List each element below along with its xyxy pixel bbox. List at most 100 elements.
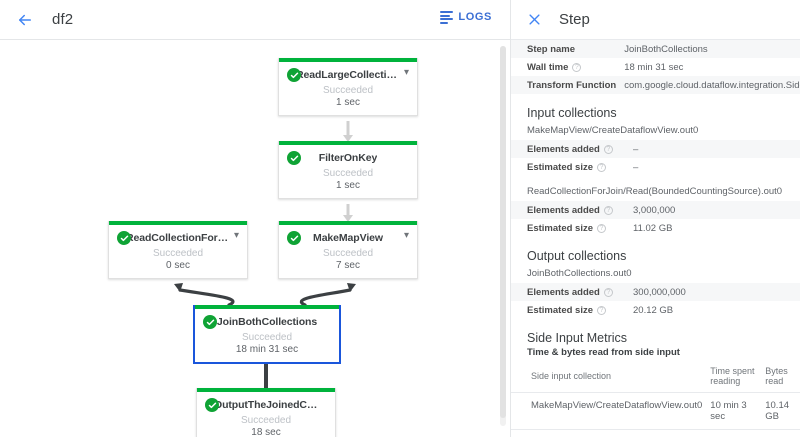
job-graph-pane: df2 LOGS	[0, 9, 510, 437]
row-value: 11.02 GB	[633, 222, 673, 234]
graph-node-make-map-view[interactable]: MakeMapView ▾ Succeeded 7 sec	[278, 221, 418, 279]
side-input-metrics-table: Side input collection Time spent reading…	[511, 362, 800, 430]
node-status-stripe	[197, 388, 335, 392]
node-duration: 7 sec	[336, 260, 360, 271]
graph-node-read-large-collection[interactable]: ReadLargeCollectionFr… ▾ Succeeded 1 sec	[278, 58, 418, 116]
row-value: –	[633, 143, 639, 155]
table-row: Step name JoinBothCollections	[511, 40, 800, 58]
node-status-stripe	[279, 58, 417, 62]
success-check-icon	[287, 151, 301, 165]
logs-icon	[440, 11, 454, 24]
chevron-down-icon[interactable]: ▾	[403, 67, 409, 78]
row-value: 3,000,000	[633, 204, 676, 216]
row-value: JoinBothCollections	[624, 43, 708, 55]
logs-button-label: LOGS	[458, 11, 492, 24]
node-duration: 1 sec	[336, 180, 360, 191]
help-icon[interactable]: ?	[572, 62, 582, 72]
input-collection-table-1: Elements added? 3,000,000 Estimated size…	[511, 201, 800, 237]
back-arrow-icon[interactable]	[14, 9, 36, 31]
help-icon[interactable]: ?	[597, 162, 606, 172]
page-title: df2	[52, 11, 74, 28]
row-value: com.google.cloud.dataflow.integration.Si…	[624, 79, 800, 91]
row-label-text: Elements added	[527, 286, 600, 298]
help-icon[interactable]: ?	[603, 205, 613, 215]
input-collections-title: Input collections	[527, 106, 617, 120]
time-spent-reading-cell: 10 min 3 sec	[706, 392, 762, 430]
row-label: Elements added?	[511, 283, 629, 301]
success-check-icon	[203, 315, 217, 329]
step-panel-title: Step	[559, 11, 590, 28]
row-label-text: Elements added	[527, 204, 600, 216]
row-label-text: Elements added	[527, 143, 600, 155]
node-status-stripe	[109, 221, 247, 225]
help-icon[interactable]: ?	[597, 223, 606, 233]
row-label: Step name	[527, 43, 576, 55]
node-name: ReadLargeCollectionFr…	[296, 69, 400, 81]
row-value: 18 min 31 sec	[624, 61, 684, 73]
node-status: Succeeded	[241, 332, 293, 343]
table-row: Elements added? 3,000,000	[511, 201, 800, 219]
graph-canvas[interactable]: ReadLargeCollectionFr… ▾ Succeeded 1 sec…	[0, 40, 510, 437]
node-name: OutputTheJoinedCollec…	[214, 399, 318, 411]
graph-scrollbar-thumb[interactable]	[500, 46, 506, 418]
row-label: Wall time?	[511, 58, 620, 76]
step-details-content: Step name JoinBothCollections Wall time?…	[511, 40, 800, 430]
table-row: Estimated size? 11.02 GB	[511, 219, 800, 237]
success-check-icon	[287, 68, 301, 82]
table-row: Estimated size? 20.12 GB	[511, 301, 800, 319]
graph-node-output-the-joined-collection[interactable]: OutputTheJoinedCollec… Succeeded 18 sec	[196, 388, 336, 437]
node-duration: 0 sec	[166, 260, 190, 271]
bytes-read-cell: 10.14 GB	[761, 392, 800, 430]
node-status-stripe	[279, 141, 417, 145]
output-collection-table-0: Elements added? 300,000,000 Estimated si…	[511, 283, 800, 319]
side-input-metrics-subtitle: Time & bytes read from side input	[527, 347, 680, 358]
success-check-icon	[287, 231, 301, 245]
output-collections-title: Output collections	[527, 249, 627, 263]
collection-name: MakeMapView/CreateDataflowView.out0	[527, 125, 699, 136]
step-summary-table: Step name JoinBothCollections Wall time?…	[511, 40, 800, 94]
input-collection-table-0: Elements added? – Estimated size? –	[511, 140, 800, 176]
row-value: –	[633, 161, 639, 173]
row-label: Estimated size?	[511, 301, 629, 319]
table-header-row: Side input collection Time spent reading…	[511, 362, 800, 393]
table-row: Estimated size? –	[511, 158, 800, 176]
row-label-text: Estimated size	[527, 304, 593, 316]
row-value: 300,000,000	[633, 286, 686, 298]
success-check-icon	[205, 398, 219, 412]
node-name: JoinBothCollections	[216, 316, 318, 328]
node-duration: 1 sec	[336, 97, 360, 108]
row-label: Transform Function	[527, 79, 617, 91]
node-status: Succeeded	[240, 415, 292, 426]
help-icon[interactable]: ?	[603, 144, 613, 154]
node-duration: 18 min 31 sec	[235, 344, 299, 355]
chevron-down-icon[interactable]: ▾	[403, 230, 409, 241]
row-label: Elements added?	[511, 201, 629, 219]
close-icon[interactable]	[525, 11, 543, 29]
column-header: Bytes read	[761, 362, 800, 393]
graph-scrollbar[interactable]	[500, 46, 506, 426]
logs-button[interactable]: LOGS	[440, 11, 492, 24]
step-details-pane: Step Step name JoinBothCollections Wall …	[510, 0, 800, 437]
side-input-collection-cell: MakeMapView/CreateDataflowView.out0	[511, 392, 707, 430]
chevron-down-icon[interactable]: ▾	[233, 230, 239, 241]
table-row: MakeMapView/CreateDataflowView.out0 10 m…	[511, 392, 800, 430]
row-value: 20.12 GB	[633, 304, 674, 316]
graph-node-join-both-collections[interactable]: JoinBothCollections Succeeded 18 min 31 …	[193, 305, 341, 364]
node-name: FilterOnKey	[318, 152, 378, 164]
help-icon[interactable]: ?	[603, 287, 613, 297]
graph-node-filter-on-key[interactable]: FilterOnKey Succeeded 1 sec	[278, 141, 418, 199]
step-panel-header: Step	[511, 0, 800, 40]
column-header: Side input collection	[511, 362, 707, 393]
collection-name: JoinBothCollections.out0	[527, 268, 632, 279]
node-name: MakeMapView	[313, 232, 383, 244]
node-status: Succeeded	[152, 248, 204, 259]
help-icon[interactable]: ?	[597, 305, 606, 315]
node-status: Succeeded	[322, 248, 374, 259]
table-row: Elements added? –	[511, 140, 800, 158]
table-row: Wall time? 18 min 31 sec	[511, 58, 800, 76]
node-status-stripe	[279, 221, 417, 225]
collection-name: ReadCollectionForJoin/Read(BoundedCounti…	[527, 186, 783, 197]
graph-node-read-collection-for-join[interactable]: ReadCollectionForJoin ▾ Succeeded 0 sec	[108, 221, 248, 279]
node-name: ReadCollectionForJoin	[126, 232, 230, 244]
side-input-metrics-title: Side Input Metrics	[527, 331, 628, 345]
